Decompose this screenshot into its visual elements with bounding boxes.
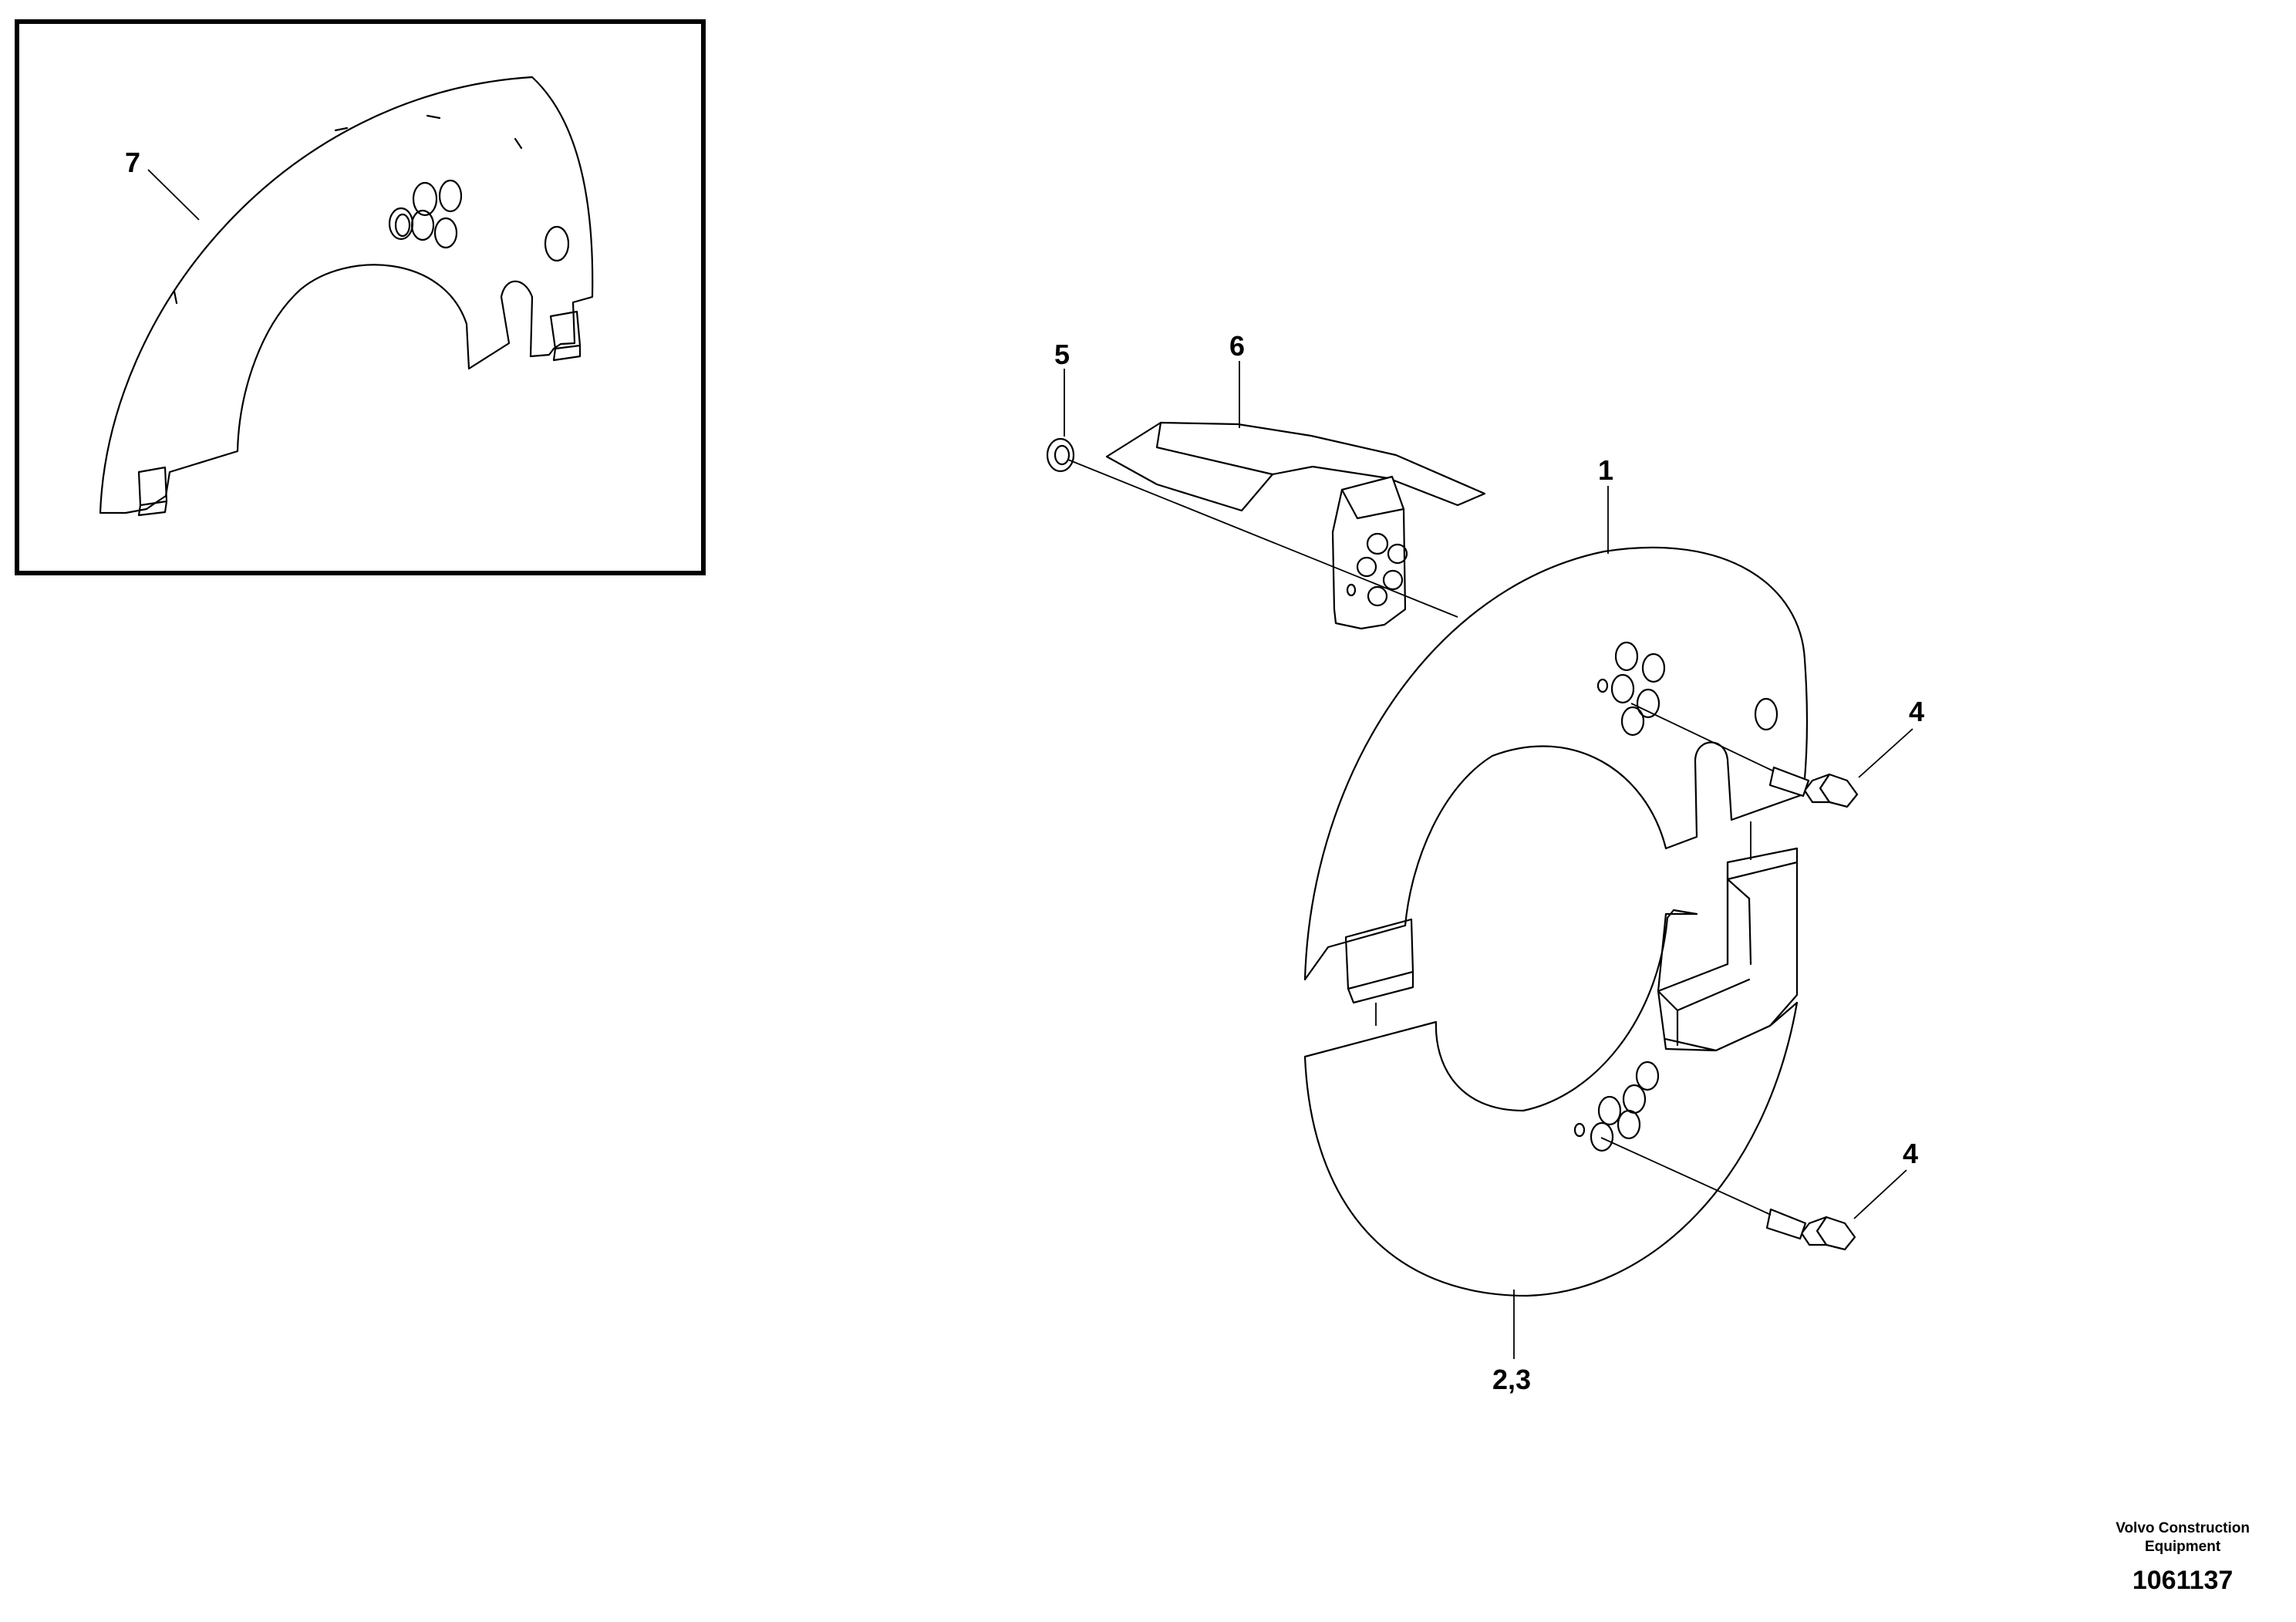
footer-credit: Volvo Construction Equipment 1061137 bbox=[2116, 1519, 2250, 1596]
callout-5: 5 bbox=[1054, 339, 1070, 370]
hole-pattern-upper bbox=[1596, 641, 1778, 737]
assembly-line-4-lower bbox=[1600, 1137, 1772, 1216]
leader-line-7 bbox=[147, 169, 200, 221]
assembly-line-5 bbox=[1067, 459, 1458, 618]
callout-2-3: 2,3 bbox=[1492, 1364, 1531, 1395]
slot bbox=[334, 126, 349, 132]
assembly-line-4-upper bbox=[1630, 703, 1775, 772]
callout-4-lower: 4 bbox=[1903, 1138, 1918, 1169]
hole-pattern bbox=[388, 179, 570, 262]
slot bbox=[514, 137, 523, 150]
tab bbox=[1344, 918, 1414, 1004]
tab bbox=[549, 310, 582, 362]
callout-4-upper: 4 bbox=[1909, 696, 1924, 727]
manufacturer-line-1: Volvo Construction bbox=[2116, 1520, 2250, 1536]
callout-1: 1 bbox=[1598, 454, 1613, 486]
main-assembly: 5 6 1 4 4 2,3 bbox=[1046, 330, 1924, 1395]
leader-line-4-upper bbox=[1858, 728, 1913, 778]
drawing-number: 1061137 bbox=[2132, 1566, 2234, 1595]
leader-line-4-lower bbox=[1853, 1169, 1907, 1219]
inset-detail-item-7: 7 bbox=[15, 19, 706, 575]
manufacturer-line-2: Equipment bbox=[2145, 1539, 2221, 1555]
slot bbox=[426, 114, 441, 120]
shield-plate-item-1 bbox=[1303, 546, 1808, 981]
callout-6: 6 bbox=[1229, 330, 1245, 362]
slot bbox=[173, 290, 178, 305]
hole-pattern-lower bbox=[1573, 1061, 1660, 1152]
washer-item-5 bbox=[1046, 437, 1075, 473]
tab bbox=[137, 466, 168, 517]
shield-plate-item-7 bbox=[99, 76, 594, 514]
bracket-item-6 bbox=[1105, 421, 1486, 630]
shield-plate-item-2-3 bbox=[1303, 909, 1799, 1297]
bolt-item-4-upper bbox=[1768, 766, 1859, 808]
callout-7: 7 bbox=[125, 147, 140, 178]
bolt-item-4-lower bbox=[1765, 1208, 1856, 1251]
